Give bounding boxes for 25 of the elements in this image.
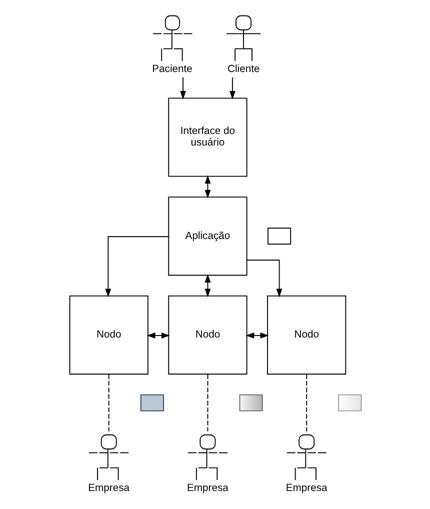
node-label: Paciente (152, 64, 192, 76)
node-label: Cliente (227, 64, 260, 76)
arrow (180, 77, 186, 100)
connector (108, 374, 109, 432)
node-label: Empresa (88, 483, 130, 494)
arrow (245, 332, 268, 338)
node-tape (140, 394, 164, 412)
arrow (104, 236, 168, 298)
node-box: Nodo (168, 295, 247, 375)
node-tape (238, 394, 262, 412)
node-box: Interface do usuário (168, 98, 247, 177)
node-label: Empresa (285, 483, 327, 494)
arrow (228, 77, 235, 100)
arrow (246, 260, 282, 298)
node-tape (338, 394, 362, 412)
arrow (204, 274, 210, 298)
arrow (146, 332, 170, 338)
arrow (204, 175, 210, 198)
connector (306, 374, 307, 432)
node-label: Empresa (186, 483, 228, 494)
node-box: Nodo (266, 295, 346, 375)
node-tape (267, 228, 291, 245)
connector (206, 374, 208, 432)
node-box: Nodo (68, 295, 148, 375)
node-box: Aplicação (168, 196, 247, 276)
